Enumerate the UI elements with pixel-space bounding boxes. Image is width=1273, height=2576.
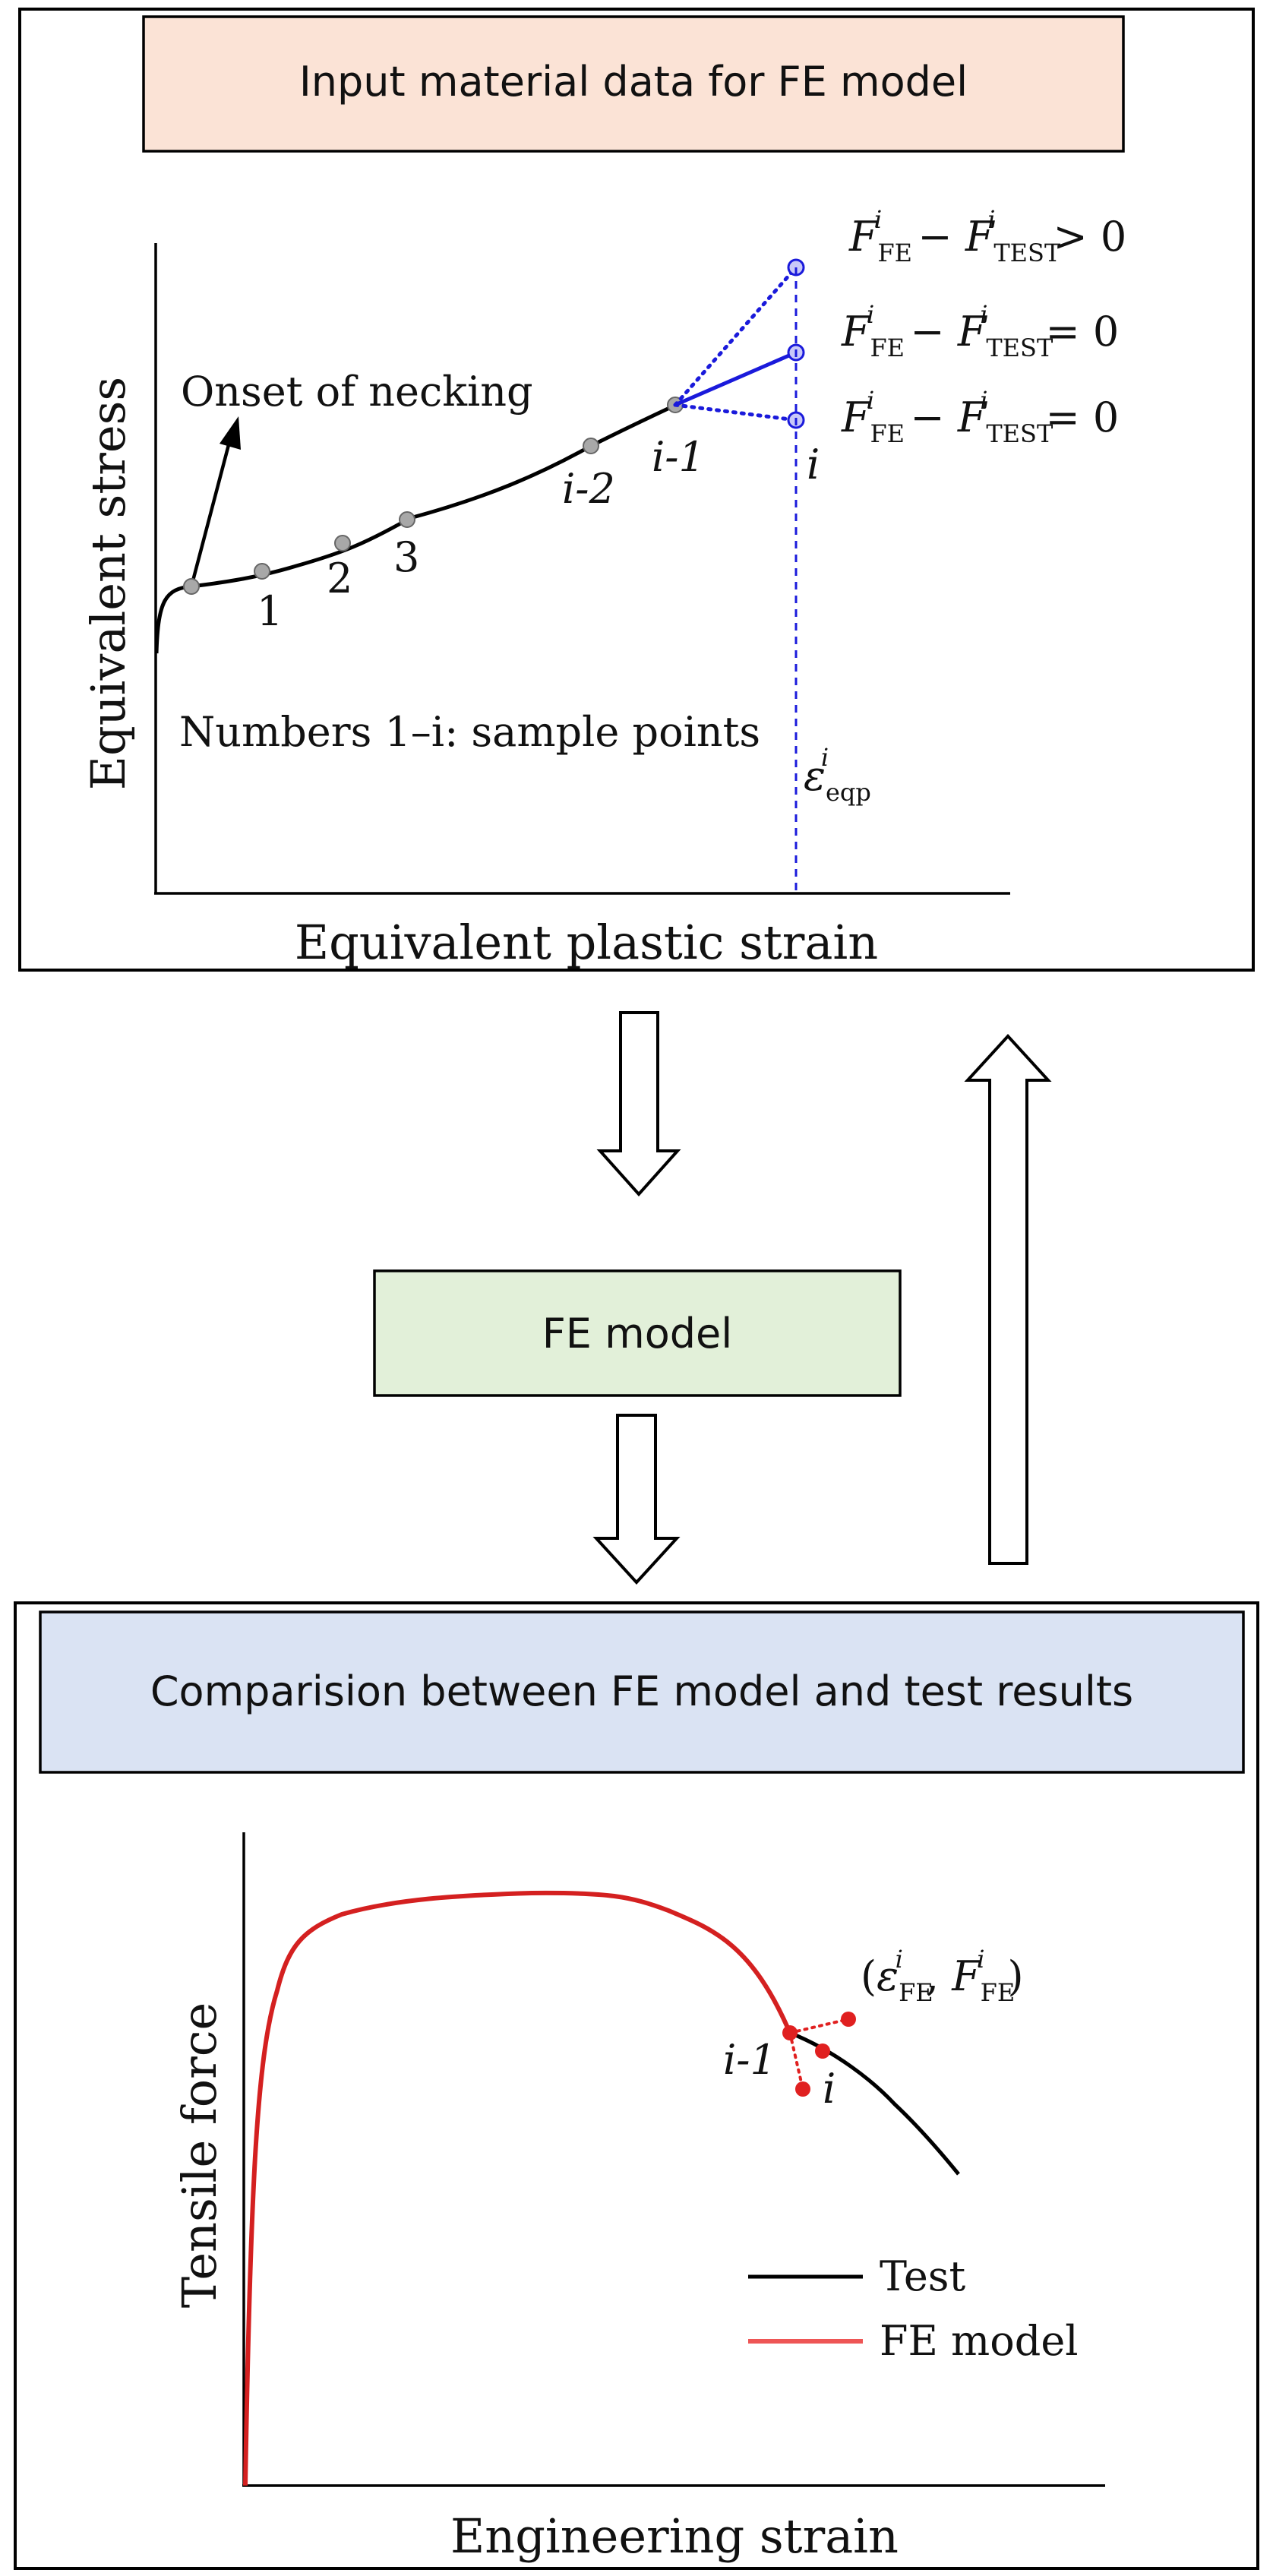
fe-point: [815, 2043, 830, 2059]
fe-point-annotation: (εFEi, FFEi): [861, 1945, 1024, 2007]
point-label-3: 3: [393, 533, 419, 581]
sample-point: [399, 511, 415, 528]
fe-point-label-i-1: i-1: [723, 2036, 776, 2084]
condition-equation: FFEi − FTESTi= 0: [841, 300, 1119, 362]
sample-point: [334, 535, 351, 552]
top-title: Input material data for FE model: [299, 58, 968, 106]
fe-model-label: FE model: [542, 1310, 733, 1358]
down-arrow-1: [596, 1011, 681, 1196]
condition-equation: FFEi − FTESTi> 0: [848, 205, 1126, 267]
sample-point: [583, 438, 599, 454]
fe-trial-line-down: [788, 2031, 804, 2091]
top-x-axis-label: Equivalent plastic strain: [295, 915, 878, 970]
bottom-title: Comparision between FE model and test re…: [150, 1667, 1133, 1715]
top-panel-frame: [18, 8, 1255, 972]
trial-line-low: [673, 403, 798, 422]
point-label-i: i: [807, 441, 820, 488]
down-arrow-2: [592, 1414, 681, 1585]
legend-label-fe-model: FE model: [880, 2317, 1079, 2365]
condition-equation: FFEi − FTESTi= 0: [841, 386, 1119, 448]
point-label-i-2: i-2: [562, 465, 615, 513]
fe-model-curve: [243, 1890, 792, 2486]
necking-arrow: [189, 438, 232, 587]
svg-text:FFEi − FTESTi= 0: FFEi − FTESTi= 0: [841, 386, 1119, 448]
top-y-axis-label: Equivalent stress: [81, 377, 136, 790]
strain-symbol: εeqpi: [804, 743, 871, 807]
legend-label-test: Test: [880, 2252, 965, 2300]
top-title-box: [142, 15, 1125, 153]
point-label-i-1: i-1: [652, 433, 705, 481]
sample-point: [183, 578, 200, 595]
fe-point: [841, 2012, 856, 2027]
fe-point: [795, 2081, 810, 2097]
up-arrow: [964, 1034, 1052, 1565]
necking-arrowhead: [220, 416, 241, 450]
fe-point: [782, 2025, 798, 2040]
necking-label: Onset of necking: [181, 368, 533, 416]
svg-text:FFEi − FTESTi= 0: FFEi − FTESTi= 0: [841, 300, 1119, 362]
svg-text:FFEi − FTESTi> 0: FFEi − FTESTi> 0: [848, 205, 1126, 267]
fe-model-box: [373, 1269, 902, 1397]
bottom-x-axis-label: Engineering strain: [450, 2508, 899, 2564]
trial-line-match: [674, 350, 797, 407]
sample-point: [254, 563, 270, 580]
bottom-y-axis-label: Tensile force: [172, 2002, 227, 2308]
point-label-2: 2: [327, 555, 352, 602]
fe-trial-line-up: [788, 2018, 850, 2034]
sample-points-note: Numbers 1–i: sample points: [179, 708, 760, 756]
trial-line-high: [673, 265, 798, 407]
fe-point-label-i: i: [823, 2065, 836, 2113]
point-label-1: 1: [257, 587, 283, 635]
bottom-title-box: [39, 1610, 1245, 1774]
